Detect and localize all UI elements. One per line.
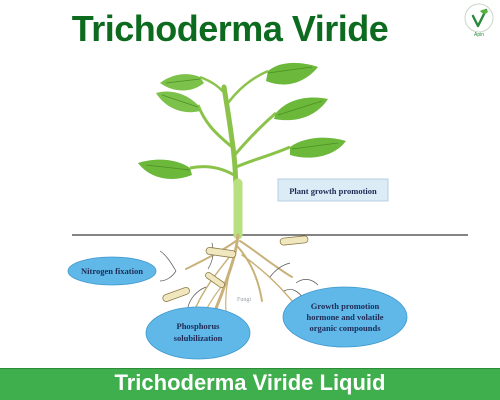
footer-bar bbox=[0, 368, 500, 400]
growth-hormone-bubble bbox=[282, 286, 408, 348]
plant bbox=[138, 62, 346, 240]
logo-text: Apin bbox=[473, 32, 484, 38]
leaf-icon bbox=[160, 74, 204, 91]
growth-label-line2: hormone and volatile bbox=[307, 312, 384, 322]
growth-label-line1: Growth promotion bbox=[311, 301, 380, 311]
plant-growth-box bbox=[277, 178, 389, 202]
leaf-icon bbox=[274, 97, 328, 121]
trichoderma-diagram: Plant growth promotion Nitrogen fixation… bbox=[67, 62, 468, 360]
leaf-icon bbox=[138, 159, 192, 179]
nitrogen-label: Nitrogen fixation bbox=[81, 266, 143, 276]
plant-growth-label: Plant growth promotion bbox=[289, 186, 377, 196]
phosphorus-bubble bbox=[145, 306, 251, 360]
leaf-icon bbox=[156, 91, 200, 113]
nitrogen-bubble bbox=[67, 256, 157, 286]
bacteria bbox=[162, 235, 309, 302]
leaf-icon bbox=[266, 62, 318, 85]
leaf-logo-icon bbox=[464, 3, 494, 33]
phosphorus-label-line2: solubilization bbox=[174, 333, 223, 343]
phosphorus-label-line1: Phosphorus bbox=[177, 321, 221, 331]
page-title: Trichoderma Viride bbox=[71, 8, 389, 49]
growth-label-line3: organic compounds bbox=[309, 323, 381, 333]
fungi-label: Fungi bbox=[237, 297, 251, 303]
footer-title: Trichoderma Viride Liquid bbox=[114, 370, 386, 395]
leaf-icon bbox=[290, 137, 346, 158]
